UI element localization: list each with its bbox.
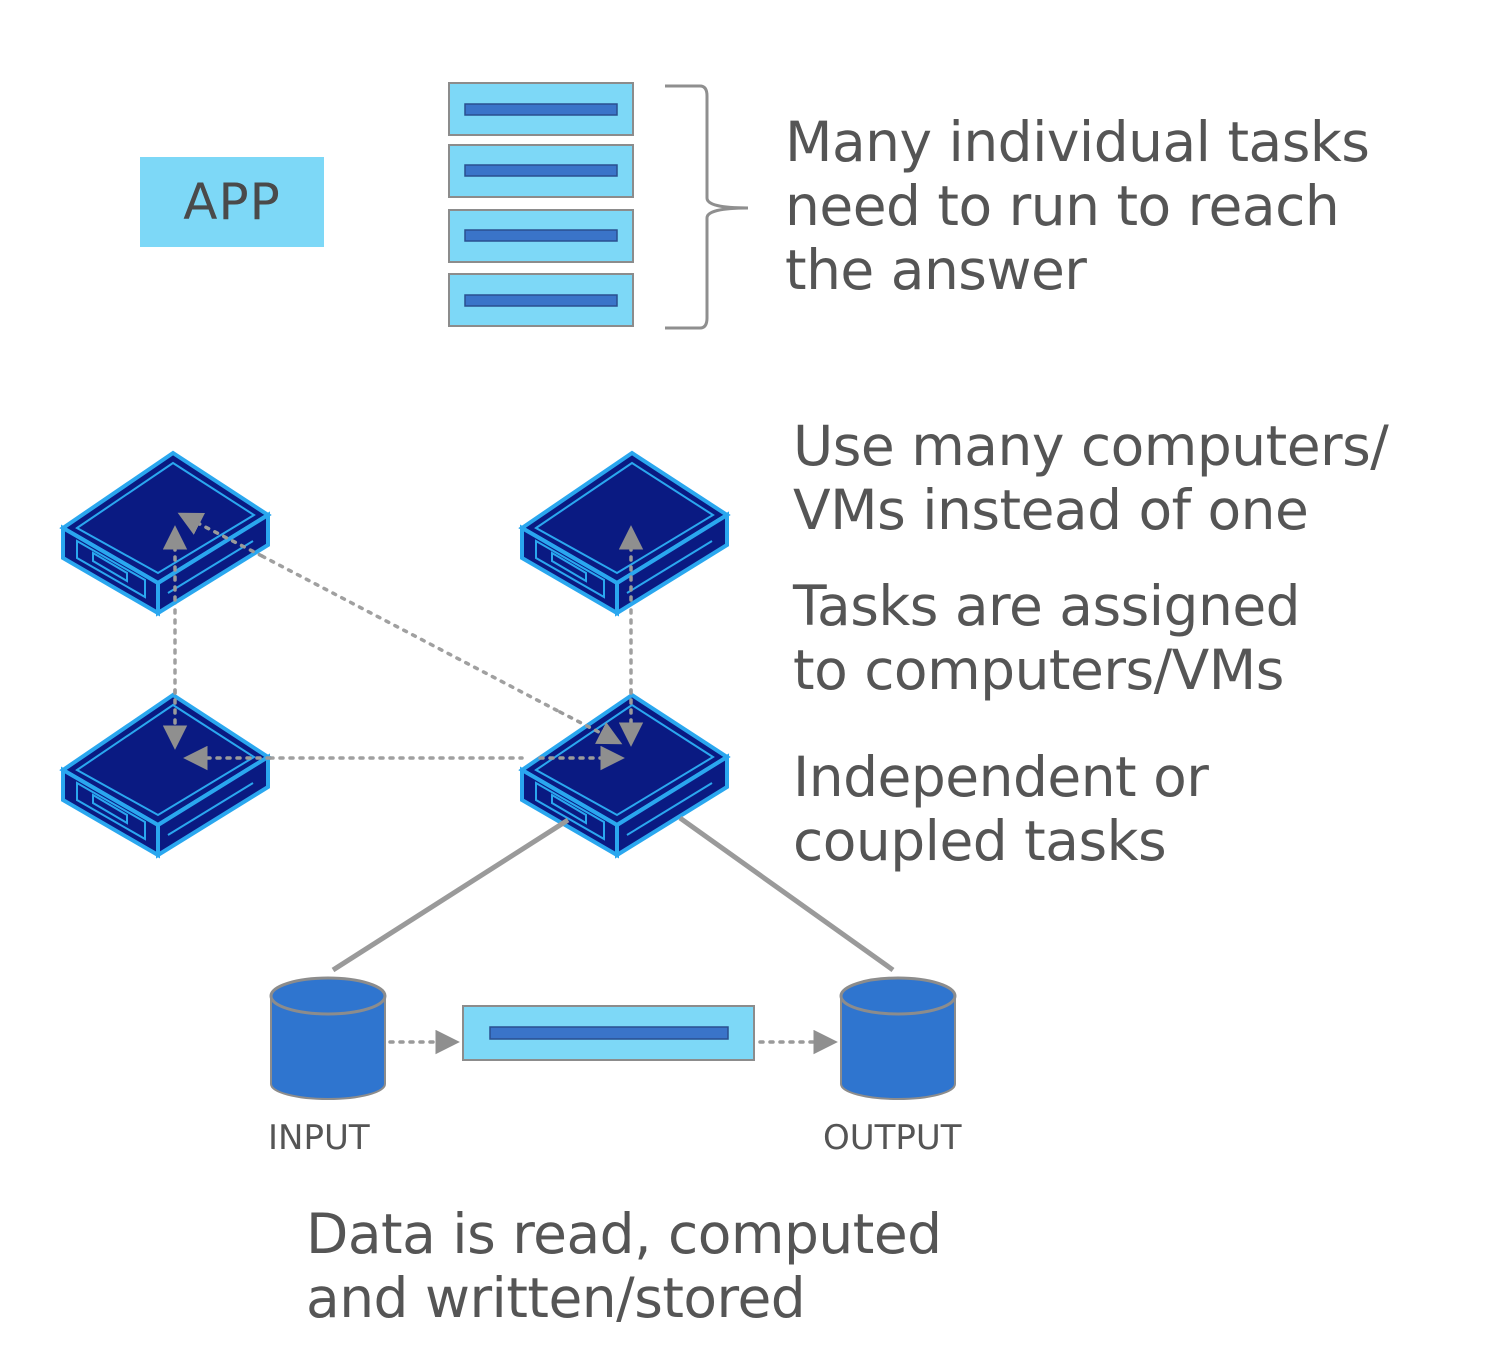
app-label: APP <box>183 173 281 231</box>
caption-line: Data is read, computed <box>306 1202 942 1266</box>
task-card <box>448 144 634 198</box>
task-stack <box>448 82 634 327</box>
processing-task <box>462 1005 755 1061</box>
app-box: APP <box>140 157 324 247</box>
curly-brace <box>665 84 749 330</box>
tasks-caption: Many individual tasks need to run to rea… <box>785 110 1370 302</box>
storage-links <box>331 815 895 973</box>
input-label: INPUT <box>268 1118 370 1158</box>
output-label: OUTPUT <box>823 1118 962 1158</box>
data-caption: Data is read, computed and written/store… <box>306 1202 942 1330</box>
caption-line: coupled tasks <box>793 809 1167 873</box>
task-card <box>448 273 634 327</box>
server-connections <box>173 554 633 760</box>
assign-caption: Tasks are assigned to computers/VMs <box>793 574 1301 702</box>
server-top-right <box>520 451 729 615</box>
task-card <box>448 82 634 136</box>
server-top-left <box>61 451 270 615</box>
coupling-caption: Independent or coupled tasks <box>793 745 1209 873</box>
task-card <box>448 209 634 263</box>
caption-line: VMs instead of one <box>793 478 1309 542</box>
output-cylinder <box>839 976 957 1100</box>
caption-line: to computers/VMs <box>793 638 1284 702</box>
caption-line: and written/stored <box>306 1266 806 1330</box>
vms-caption: Use many computers/ VMs instead of one <box>793 414 1389 542</box>
caption-line: Use many computers/ <box>793 414 1389 478</box>
caption-line: the answer <box>785 238 1087 302</box>
input-cylinder <box>269 976 387 1100</box>
caption-line: Independent or <box>793 745 1209 809</box>
caption-line: need to run to reach <box>785 174 1340 238</box>
caption-line: Many individual tasks <box>785 110 1370 174</box>
server-arrows <box>162 512 644 771</box>
server-bottom-left <box>61 693 270 857</box>
caption-line: Tasks are assigned <box>793 574 1301 638</box>
